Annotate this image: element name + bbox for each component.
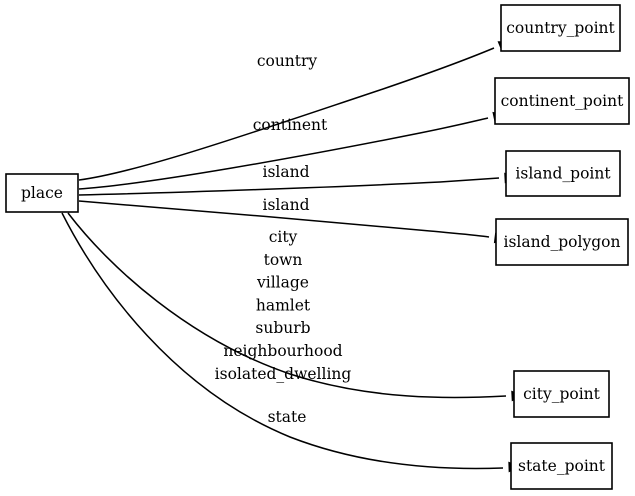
node-box[interactable] [494,77,630,125]
edge-label-line: isolated_dwelling [215,365,352,383]
edge-label-edge-country: country [257,52,318,70]
node-country_point[interactable]: country_point [500,4,621,52]
node-box[interactable] [513,370,610,418]
node-island_polygon[interactable]: island_polygon [495,218,629,266]
edge-line [78,117,489,190]
edge-line [78,200,490,238]
node-label: country_point [506,19,615,37]
node-box[interactable] [505,150,621,197]
node-box[interactable] [5,173,79,213]
edge-line [78,47,495,181]
node-label: state_point [518,457,606,475]
node-box[interactable] [495,218,629,266]
node-island_point[interactable]: island_point [505,150,621,197]
edge-label-edge-state-point: state [268,408,307,426]
node-city_point[interactable]: city_point [513,370,610,418]
node-label: city_point [523,385,601,403]
edge-label-line: suburb [255,319,310,337]
edge-labels-layer: country continent island island city town vill… [215,52,352,426]
node-state_point[interactable]: state_point [510,442,613,490]
edge-line [61,212,504,470]
node-box[interactable] [500,4,621,52]
edge-label-edge-island-point: island [262,163,309,181]
node-box[interactable] [510,442,613,490]
node-label: continent_point [501,92,624,110]
edge-line [78,177,500,196]
edge-label-edge-city-point: city town village hamlet suburb neighbourhood… [215,228,352,383]
node-continent_point[interactable]: continent_point [494,77,630,125]
edge-line [67,212,507,399]
edge-label-edge-island-polygon: island [262,196,309,214]
edge-label-line: town [264,251,303,269]
node-label: island_point [515,165,611,183]
edge-label-line: neighbourhood [223,342,342,360]
edge-label-edge-continent: continent [253,116,328,134]
nodes-layer: place country_point continent_point island_… [5,4,630,490]
node-label: place [21,184,63,202]
node-label: island_polygon [504,233,621,251]
edge-label-line: hamlet [256,296,311,314]
edge-label-line: village [256,274,309,292]
edge-label-line: city [269,228,298,246]
node-place[interactable]: place [5,173,79,213]
